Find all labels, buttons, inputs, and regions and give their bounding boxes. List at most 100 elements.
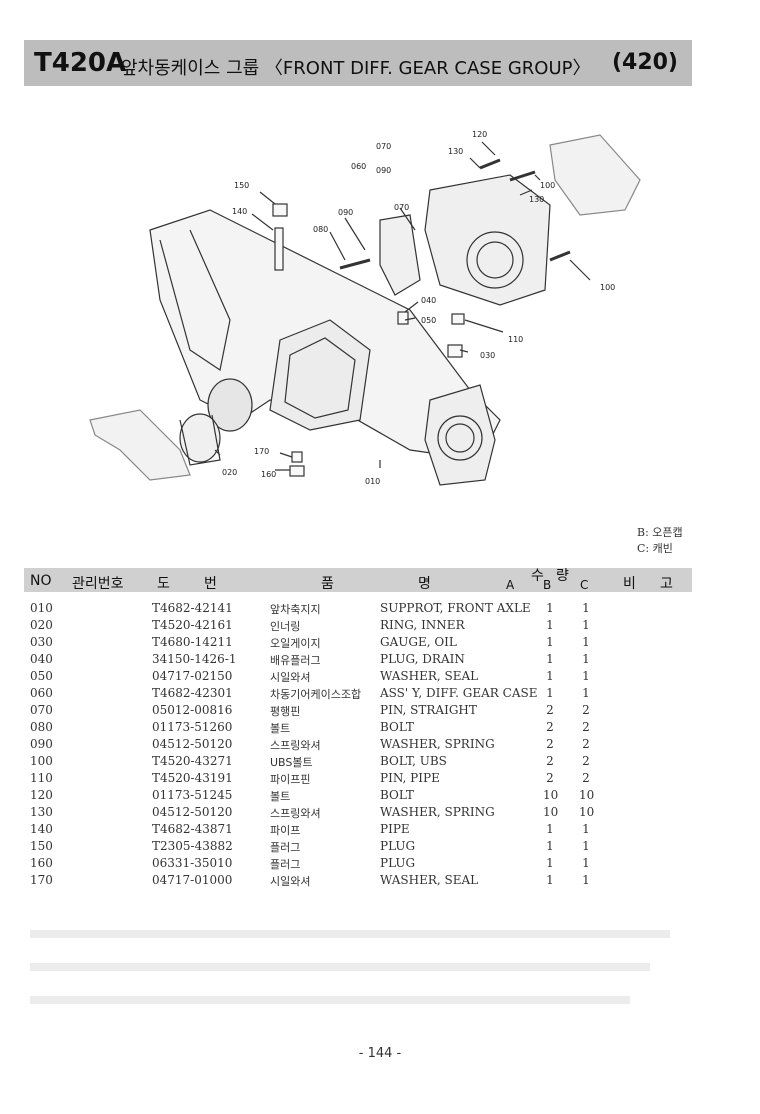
row-name-en: BOLT: [380, 720, 414, 734]
row-part-number: 05012-00816: [152, 703, 233, 717]
row-name-kr: 파이프핀: [270, 773, 311, 786]
row-no: 090: [30, 737, 53, 751]
row-part-number: T4520-43191: [152, 771, 233, 785]
row-qty-c: 1: [582, 873, 590, 887]
col-b: B: [543, 578, 552, 592]
col-do: 도: [157, 576, 170, 592]
exploded-parts-diagram: 120 130 100 130 100 070 090 060 150 140 …: [89, 130, 641, 486]
row-qty-c: 1: [582, 635, 590, 649]
row-name-kr: 파이프: [270, 824, 301, 837]
row-name-en: RING, INNER: [380, 618, 465, 632]
col-beon: 번: [204, 576, 217, 592]
row-qty-c: 10: [579, 788, 595, 802]
row-name-en: PLUG: [380, 839, 416, 853]
row-name-kr: 오일게이지: [270, 637, 321, 650]
row-no: 060: [30, 686, 53, 700]
row-name-en: WASHER, SPRING: [380, 737, 495, 751]
scan-artifact: [30, 996, 630, 1004]
callout-100-b: 100: [600, 283, 615, 292]
row-part-number: 34150-1426-1: [152, 652, 237, 666]
callout-110: 110: [508, 335, 523, 344]
legend-b: B: 오픈캡: [637, 526, 683, 539]
col-go: 고: [660, 576, 673, 592]
row-no: 170: [30, 873, 53, 887]
row-qty-c: 1: [582, 652, 590, 666]
row-name-en: SUPPROT, FRONT AXLE: [380, 601, 531, 615]
row-name-en: WASHER, SEAL: [380, 873, 479, 887]
row-no: 050: [30, 669, 53, 683]
row-part-number: 06331-35010: [152, 856, 233, 870]
row-name-en: WASHER, SPRING: [380, 805, 495, 819]
row-qty-b: 2: [546, 771, 554, 785]
callout-080: 080: [313, 225, 328, 234]
row-no: 160: [30, 856, 53, 870]
row-qty-c: 1: [582, 686, 590, 700]
page-number: - 144 -: [358, 1046, 402, 1061]
row-name-en: BOLT: [380, 788, 414, 802]
legend-c: C: 캐빈: [637, 542, 673, 555]
callout-040: 040: [421, 296, 436, 305]
row-qty-c: 1: [582, 822, 590, 836]
col-pum: 품: [321, 576, 334, 592]
row-name-kr: 차동기어케이스조합: [270, 688, 362, 701]
row-name-en: WASHER, SEAL: [380, 669, 479, 683]
callout-140: 140: [232, 207, 247, 216]
row-name-kr: 볼트: [270, 790, 291, 803]
row-qty-b: 10: [543, 788, 559, 802]
row-qty-b: 1: [546, 686, 554, 700]
row-no: 080: [30, 720, 53, 734]
row-qty-b: 1: [546, 618, 554, 632]
callout-170: 170: [254, 447, 269, 456]
row-name-en: BOLT, UBS: [380, 754, 447, 768]
row-qty-b: 1: [546, 635, 554, 649]
callout-130: 130: [448, 147, 463, 156]
row-qty-c: 1: [582, 669, 590, 683]
row-name-kr: 앞차축지지: [270, 603, 321, 616]
row-qty-b: 2: [546, 720, 554, 734]
callout-130-b: 130: [529, 195, 544, 204]
col-no: NO: [30, 573, 52, 589]
row-part-number: 04512-50120: [152, 737, 233, 751]
col-mgmt: 관리번호: [72, 576, 124, 592]
callout-060: 060: [351, 162, 366, 171]
row-qty-b: 1: [546, 856, 554, 870]
callout-030: 030: [480, 351, 495, 360]
row-no: 030: [30, 635, 53, 649]
table-header: NO 관리번호 도 번 품 명 수 량 A B C 비 고: [24, 568, 692, 592]
row-qty-c: 2: [582, 737, 590, 751]
row-name-kr: 볼트: [270, 722, 291, 735]
row-no: 140: [30, 822, 53, 836]
callout-120: 120: [472, 130, 487, 139]
row-name-en: PIN, STRAIGHT: [380, 703, 477, 717]
row-qty-b: 1: [546, 652, 554, 666]
row-part-number: T4682-42141: [152, 601, 233, 615]
row-part-number: 01173-51245: [152, 788, 233, 802]
row-qty-b: 2: [546, 703, 554, 717]
callout-050: 050: [421, 316, 436, 325]
row-qty-b: 2: [546, 737, 554, 751]
row-qty-b: 2: [546, 754, 554, 768]
col-c: C: [580, 578, 589, 592]
row-part-number: T4682-42301: [152, 686, 233, 700]
row-name-kr: 플러그: [270, 841, 301, 854]
row-qty-c: 2: [582, 703, 590, 717]
group-code: T420A: [34, 48, 127, 78]
row-qty-b: 1: [546, 601, 554, 615]
row-name-en: PIPE: [380, 822, 410, 836]
row-part-number: T2305-43882: [152, 839, 233, 853]
row-no: 070: [30, 703, 53, 717]
row-part-number: 04512-50120: [152, 805, 233, 819]
